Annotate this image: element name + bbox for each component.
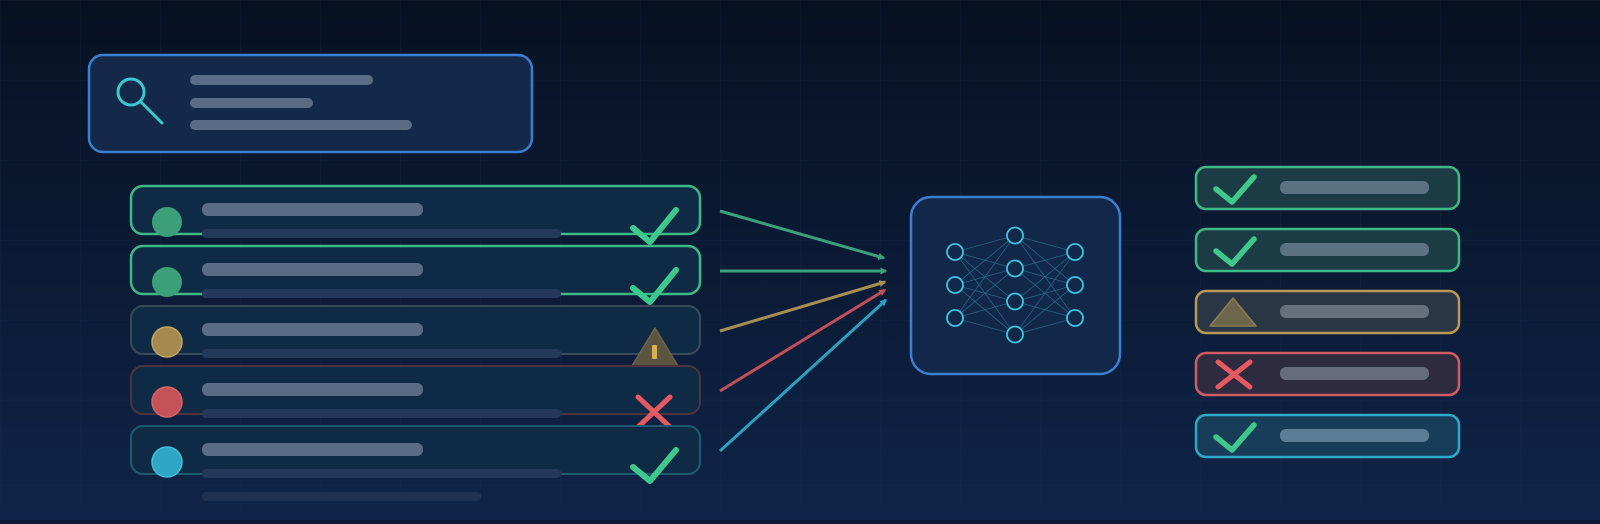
candidate-row-5 xyxy=(130,425,701,484)
result-item-4 xyxy=(1194,351,1461,397)
result-item-2 xyxy=(1194,227,1461,273)
result-text-line xyxy=(1280,429,1429,442)
network-edge xyxy=(954,268,1016,319)
candidate-subtitle-line xyxy=(202,409,561,418)
candidate-title-line xyxy=(202,383,423,396)
result-text-line xyxy=(1280,305,1429,318)
result-item-1 xyxy=(1194,165,1461,211)
candidate-title-line xyxy=(202,443,423,456)
model-panel-frame xyxy=(909,195,1122,376)
checkmark-icon xyxy=(1213,422,1257,453)
candidate-row-2 xyxy=(129,244,702,305)
result-text-line xyxy=(1280,243,1429,256)
candidate-subtitle-line xyxy=(202,469,561,478)
result-text-line xyxy=(1280,367,1429,380)
candidate-row-1 xyxy=(129,184,702,245)
checkmark-icon xyxy=(1213,236,1257,267)
candidate-row-4 xyxy=(130,365,701,430)
candidate-title-line xyxy=(202,323,423,336)
network-edge xyxy=(1014,284,1076,335)
candidate-title-line xyxy=(202,263,423,276)
network-node xyxy=(1066,309,1084,327)
candidate-row-3 xyxy=(130,305,701,367)
query-text-line xyxy=(190,98,313,108)
search-icon xyxy=(116,77,164,125)
network-edge xyxy=(954,301,1016,319)
network-edge xyxy=(954,317,1016,335)
candidate-status-dot xyxy=(152,207,182,237)
warning-triangle-icon xyxy=(1209,297,1257,327)
candidate-status-dot xyxy=(152,267,182,297)
candidate-title-line xyxy=(202,203,423,216)
query-panel xyxy=(87,53,534,154)
network-edge xyxy=(1014,317,1076,335)
network-edge xyxy=(954,235,1016,286)
network-edge xyxy=(1014,251,1076,269)
candidate-status-dot xyxy=(151,386,183,418)
candidate-list xyxy=(129,184,702,501)
network-node xyxy=(1006,325,1024,344)
network-node xyxy=(1006,226,1024,245)
checkmark-icon xyxy=(630,447,679,484)
candidate-subtitle-line xyxy=(202,289,561,298)
neural-network-icon xyxy=(946,226,1084,344)
model-panel xyxy=(909,195,1122,376)
network-node xyxy=(1066,243,1084,261)
checkmark-icon xyxy=(630,207,679,245)
result-item-3 xyxy=(1194,289,1461,335)
network-node xyxy=(946,243,964,261)
network-edge xyxy=(1014,251,1076,302)
flow-arrows xyxy=(718,209,888,453)
checkmark-icon xyxy=(630,267,679,305)
candidate-overflow-line xyxy=(202,492,481,501)
network-node xyxy=(1006,259,1024,278)
network-node xyxy=(946,309,964,327)
network-edge xyxy=(1014,235,1076,253)
network-node xyxy=(1006,292,1024,311)
network-node xyxy=(1066,276,1084,294)
network-node xyxy=(946,276,964,294)
cross-icon xyxy=(1215,359,1253,390)
network-edge xyxy=(954,235,1016,319)
candidate-subtitle-line xyxy=(202,229,561,238)
flow-arrow xyxy=(719,209,886,260)
network-edge xyxy=(954,235,1016,253)
checkmark-icon xyxy=(1213,174,1257,205)
flow-arrow xyxy=(718,298,888,453)
network-edge xyxy=(1014,251,1076,335)
query-text-line xyxy=(190,75,373,85)
result-text-line xyxy=(1280,181,1429,194)
query-text-line xyxy=(190,120,412,130)
flow-arrow xyxy=(719,280,887,333)
candidate-subtitle-line xyxy=(202,349,561,358)
flow-arrow xyxy=(719,288,887,393)
candidate-status-dot xyxy=(151,446,183,478)
result-item-5 xyxy=(1194,413,1461,459)
cross-icon xyxy=(635,394,673,430)
candidate-status-dot xyxy=(151,326,183,358)
result-list xyxy=(1194,165,1461,459)
